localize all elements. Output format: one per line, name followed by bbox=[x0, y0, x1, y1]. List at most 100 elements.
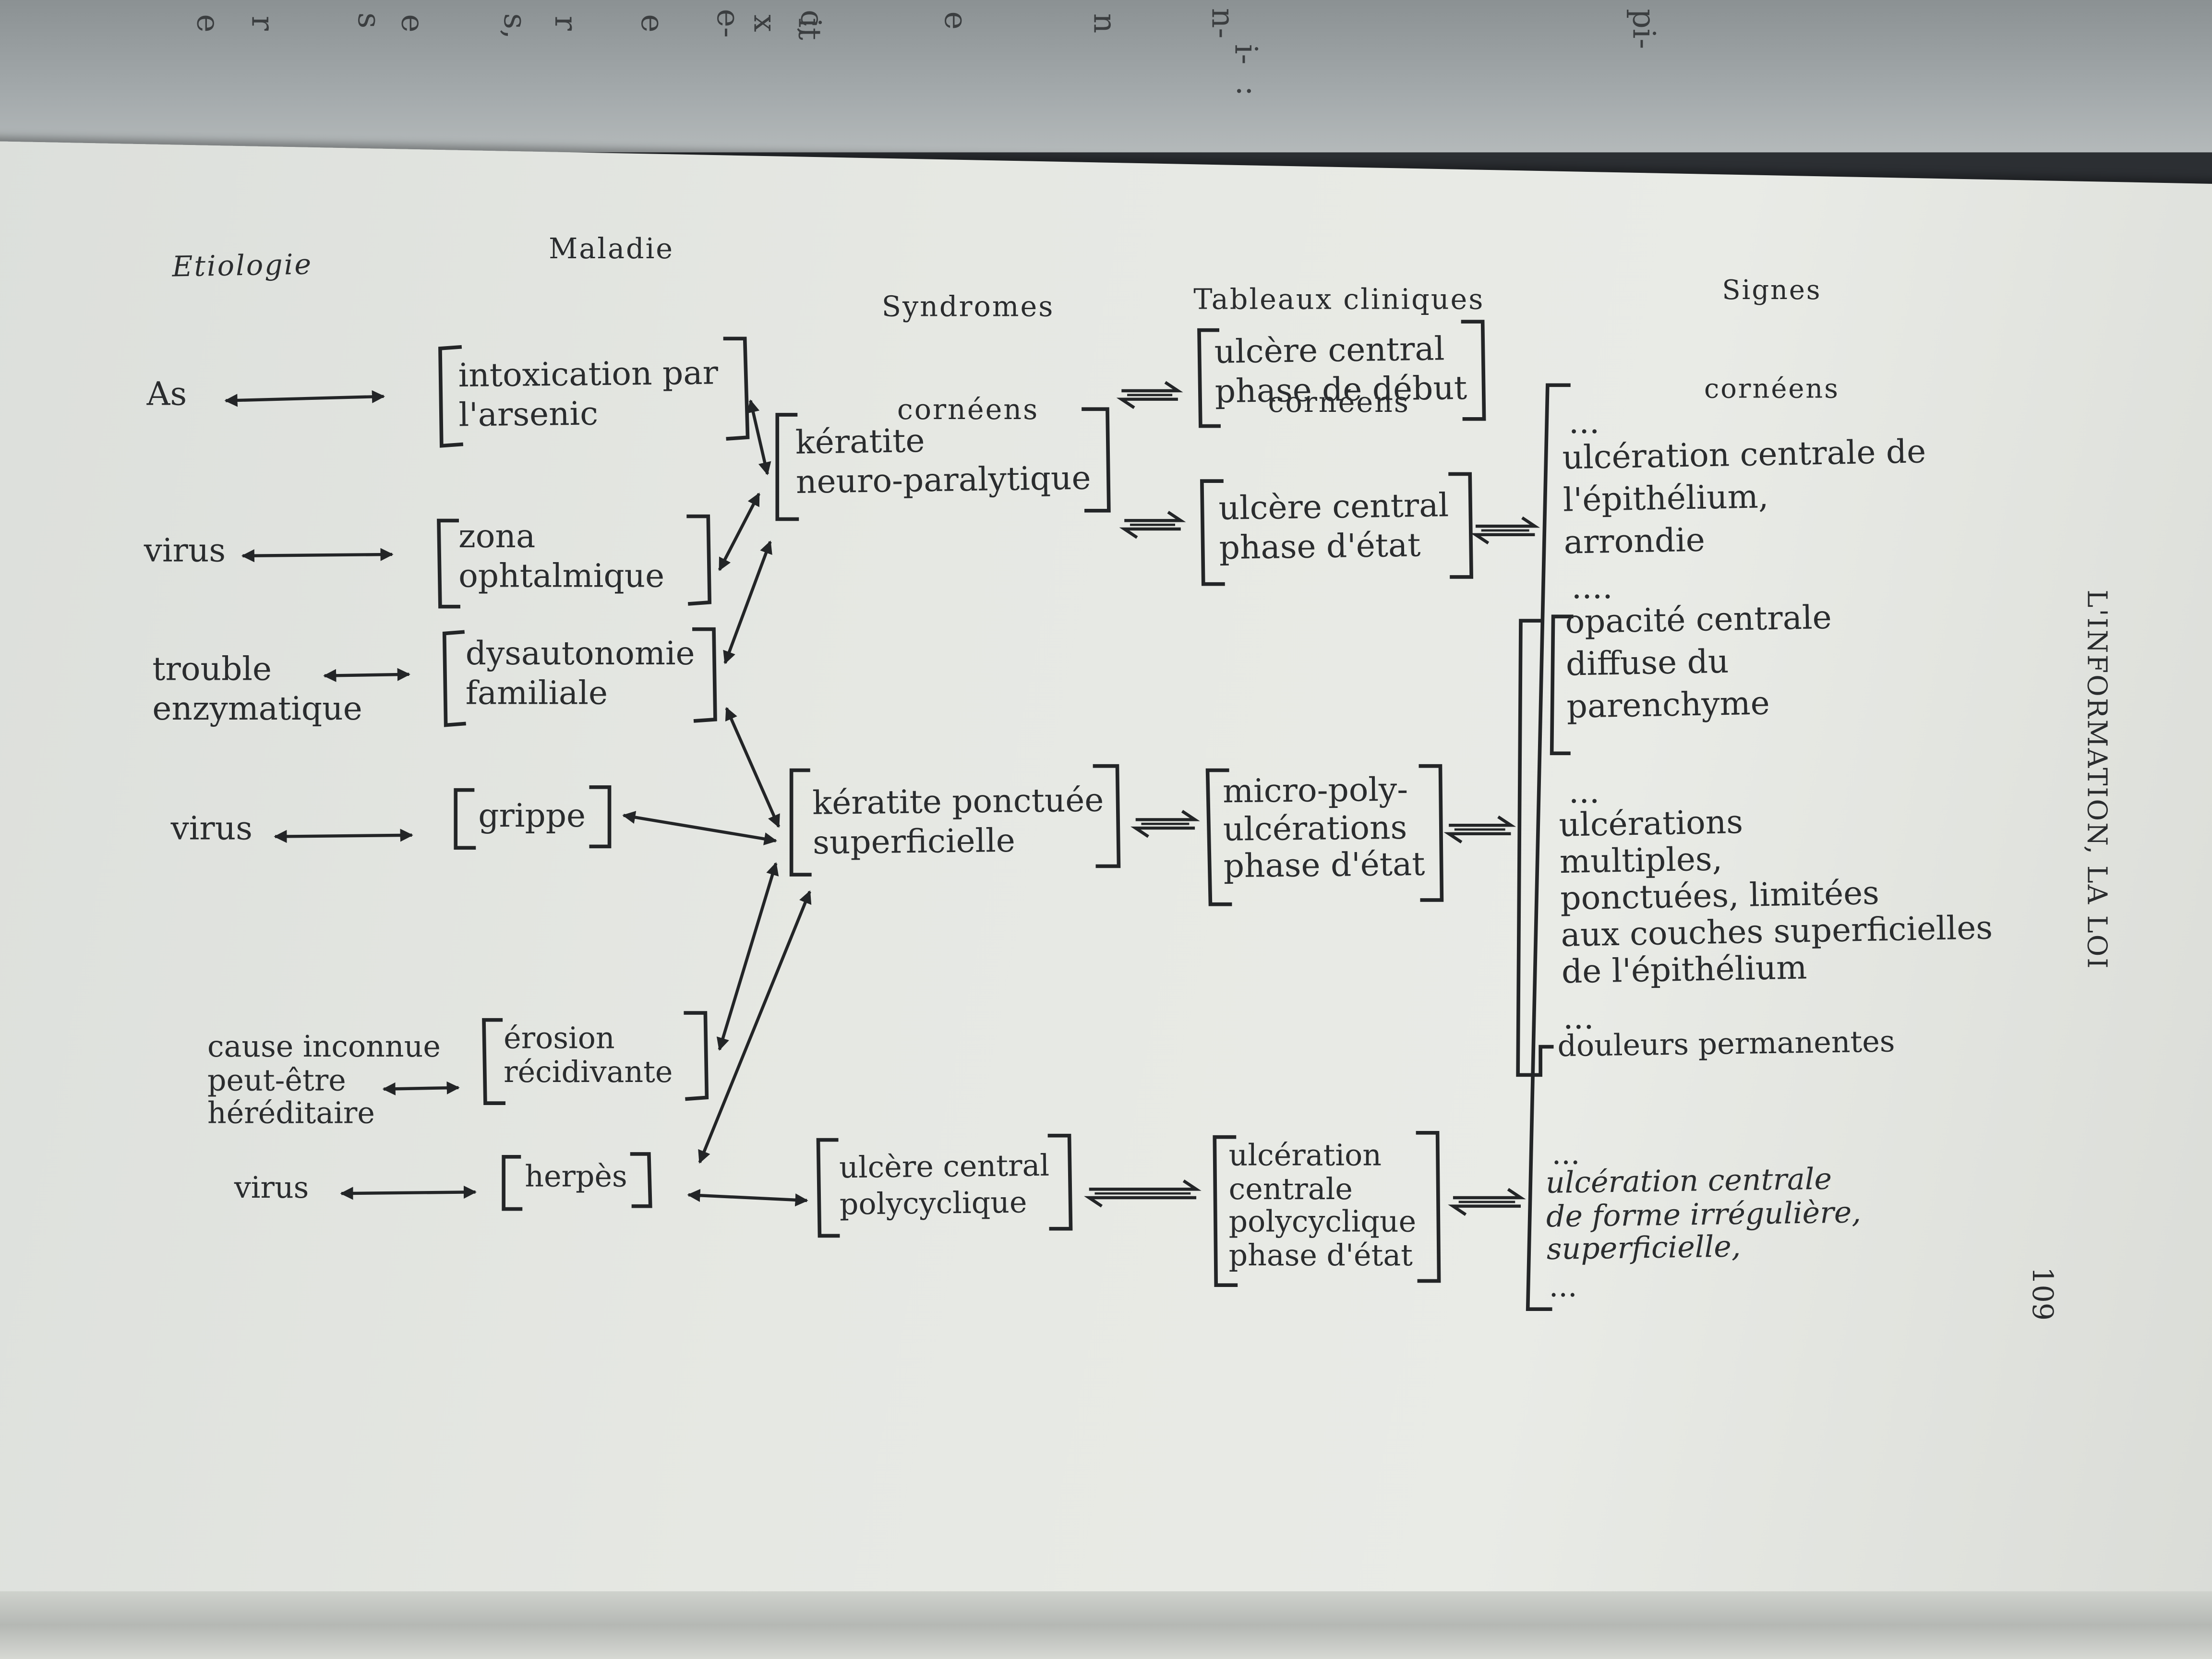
arrow-virus-grippe bbox=[274, 829, 413, 843]
tableau-micro-poly: micro-poly- ulcérations phase d'état bbox=[1222, 772, 1425, 886]
bracket-tab3-close bbox=[1419, 764, 1444, 902]
arrow-grippe-keratite-ps bbox=[622, 811, 778, 845]
bracket-dysautonomie-close bbox=[692, 627, 717, 723]
bracket-signes-outer bbox=[1526, 383, 1571, 1311]
header-tableaux-line2: cornéens bbox=[1268, 385, 1410, 419]
maladie-herpes: herpès bbox=[525, 1159, 627, 1194]
arrow-dysautonomie-keratite-np bbox=[723, 540, 772, 664]
header-syndromes-line1: Syndromes bbox=[881, 289, 1055, 323]
bracket-intoxication-close bbox=[723, 337, 750, 441]
header-tableaux: Tableaux cliniques cornéens bbox=[1193, 213, 1484, 488]
bracket-tab1-close bbox=[1461, 320, 1486, 421]
bracket-tab2-open bbox=[1200, 479, 1225, 586]
equilibrium-stroke bbox=[1084, 1196, 1197, 1208]
eq-tab2-signes bbox=[1470, 516, 1540, 545]
maladie-dysautonomie: dysautonomie familiale bbox=[465, 636, 695, 713]
equilibrium-stroke bbox=[1119, 527, 1181, 539]
bracket-herpes-open bbox=[502, 1154, 523, 1211]
equilibrium-stroke bbox=[1475, 516, 1540, 528]
etiologie-as: As bbox=[146, 376, 187, 414]
bracket-erosion-open bbox=[482, 1018, 505, 1105]
eq-tab4-signes bbox=[1448, 1188, 1526, 1216]
maladie-grippe: grippe bbox=[478, 798, 586, 835]
tableau-ulcere-etat: ulcère central phase d'état bbox=[1218, 488, 1449, 567]
equilibrium-stroke bbox=[1116, 397, 1178, 409]
etiologie-virus-1: virus bbox=[144, 533, 226, 570]
signe-ellipsis-3: ... bbox=[1568, 774, 1600, 811]
bracket-ulcere-poly-close bbox=[1047, 1133, 1073, 1231]
arrow-dysautonomie-keratite-ps bbox=[725, 707, 781, 828]
eq-syndrome2-tab3 bbox=[1130, 810, 1200, 838]
bracket-tab2-close bbox=[1448, 472, 1474, 579]
equilibrium-stroke bbox=[1130, 826, 1195, 838]
bracket-tab4-open bbox=[1213, 1135, 1238, 1287]
equilibrium-stroke bbox=[1470, 533, 1535, 545]
page-edge bbox=[0, 1591, 2212, 1659]
signe-ellipsis-1: ... bbox=[1568, 405, 1600, 442]
page-number: 109 bbox=[2026, 1267, 2060, 1321]
running-head: L'INFORMATION, LA LOI bbox=[2080, 589, 2112, 970]
arrow-trouble-dysautonomie bbox=[323, 668, 410, 682]
bracket-herpes-close bbox=[630, 1152, 652, 1208]
equilibrium-stroke bbox=[1449, 815, 1516, 827]
etiologie-virus-3: virus bbox=[234, 1171, 309, 1205]
signe-ellipsis-4: ... bbox=[1563, 1000, 1594, 1037]
bracket-signes-inner bbox=[1550, 614, 1574, 756]
bracket-dysautonomie-open bbox=[442, 630, 466, 727]
bracket-tab3-open bbox=[1205, 768, 1232, 906]
bracket-keratite-ps-close bbox=[1093, 764, 1121, 868]
header-signes-line2: cornéens bbox=[1704, 373, 1839, 405]
signe-ellipsis-6: ... bbox=[1549, 1269, 1577, 1304]
equilibrium-stroke bbox=[1448, 1204, 1521, 1216]
signe-ulceration-centrale-epithelium: ulcération centrale de l'épithélium, arr… bbox=[1562, 434, 1926, 562]
bracket-keratite-ps-open bbox=[789, 768, 812, 877]
signe-douleurs-permanentes: douleurs permanentes bbox=[1557, 1024, 1895, 1063]
signe-ulcerations-multiples: ulcérations multiples, ponctuées, limité… bbox=[1559, 805, 1993, 991]
signe-ellipsis-2: .... bbox=[1571, 570, 1613, 607]
syndrome-keratite-ponctuee: kératite ponctuée superficielle bbox=[812, 782, 1104, 862]
etiologie-trouble-enzymatique: trouble enzymatique bbox=[152, 651, 362, 728]
equilibrium-stroke bbox=[1135, 810, 1200, 821]
header-maladie: Maladie bbox=[549, 231, 674, 265]
previous-page bbox=[0, 0, 2212, 153]
signe-opacite-centrale: opacité centrale diffuse du parenchyme bbox=[1564, 600, 1832, 726]
header-syndromes-line2: cornéens bbox=[897, 392, 1039, 426]
bracket-zona-close bbox=[686, 514, 712, 606]
bracket-ulcere-poly-open bbox=[816, 1138, 840, 1238]
tableau-ulcere-debut: ulcère central phase de début bbox=[1214, 331, 1467, 411]
etiologie-cause-inconnue: cause inconnue peut-être héréditaire bbox=[207, 1030, 441, 1130]
equilibrium-stroke bbox=[1121, 381, 1183, 393]
maladie-erosion: érosion récidivante bbox=[504, 1021, 673, 1090]
arrow-virus-zona bbox=[241, 548, 394, 563]
bracket-signes-douleurs bbox=[1516, 619, 1554, 1077]
etiologie-virus-2: virus bbox=[170, 811, 252, 848]
equilibrium-stroke bbox=[1124, 511, 1186, 522]
bracket-grippe-open bbox=[454, 788, 476, 850]
arrow-virus-herpes bbox=[340, 1185, 477, 1200]
arrow-herpes-ulcere-poly bbox=[687, 1189, 808, 1207]
bracket-tab4-close bbox=[1416, 1131, 1441, 1283]
arrow-as-intoxication bbox=[224, 390, 385, 407]
bracket-keratite-np-open bbox=[775, 413, 799, 521]
header-tableaux-line1: Tableaux cliniques bbox=[1193, 282, 1485, 316]
header-signes-line1: Signes bbox=[1722, 276, 1822, 307]
eq-syndrome1-tab1 bbox=[1116, 381, 1183, 409]
arrow-herpes-keratite-ps bbox=[698, 890, 812, 1164]
eq-syndrome3-tab4 bbox=[1084, 1179, 1202, 1208]
signe-ellipsis-5: ... bbox=[1551, 1137, 1580, 1171]
syndrome-ulcere-polycyclique: ulcère central polycyclique bbox=[839, 1148, 1050, 1221]
header-etiologie: Etiologie bbox=[171, 247, 313, 284]
bracket-intoxication-open bbox=[438, 345, 464, 448]
equilibrium-stroke bbox=[1453, 1188, 1526, 1200]
bracket-tab1-open bbox=[1197, 328, 1221, 428]
maladie-zona: zona ophtalmique bbox=[458, 519, 665, 596]
header-syndromes: Syndromes cornéens bbox=[882, 220, 1055, 495]
header-signes: Signes cornéens bbox=[1704, 210, 1839, 472]
tableau-ulceration-polycyclique: ulcération centrale polycyclique phase d… bbox=[1228, 1138, 1417, 1272]
syndrome-keratite-neuro-paralytique: kératite neuro-paralytique bbox=[795, 423, 1092, 502]
equilibrium-stroke bbox=[1089, 1179, 1202, 1191]
